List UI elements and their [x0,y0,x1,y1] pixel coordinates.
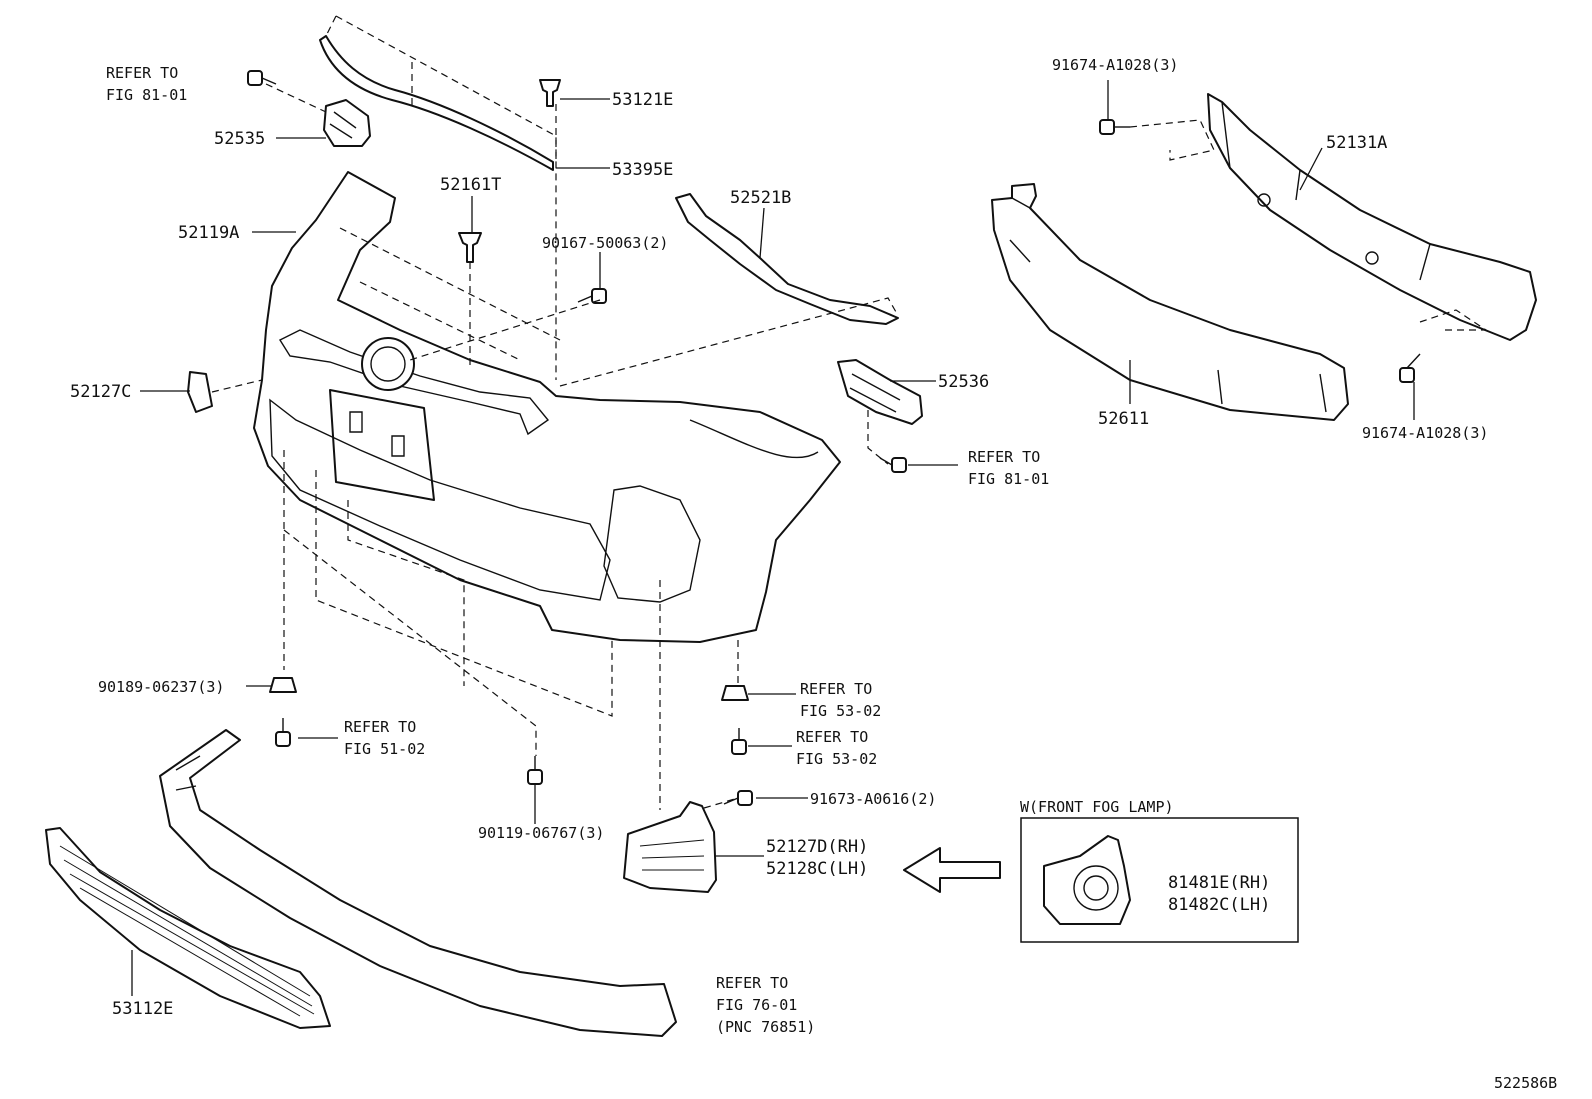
part-number-label: 81482C(LH) [1168,895,1270,915]
ref-label: FIG 81-01 [968,470,1049,488]
part-number-label: 53395E [612,160,673,180]
bolt-icon [275,718,291,747]
part-number-label: 91674-A1028(3) [1362,424,1488,442]
garnish-52127c [187,371,213,413]
ref-label: REFER TO [796,728,868,746]
part-number-label: 53112E [112,999,173,1019]
bracket-52535 [323,99,371,147]
screw-90119-icon [527,756,543,785]
clip-90189-icon [269,677,297,693]
bolt-icon [879,457,907,473]
ref-label: REFER TO [800,680,872,698]
part-number-label: 52119A [178,223,239,243]
clip-53121e-icon [539,79,561,107]
bolt-91674-icon [1099,119,1130,135]
part-number-label: 90189-06237(3) [98,678,224,696]
assembly-lines [211,15,1488,810]
bolt-icon [247,70,277,86]
bracket-52536 [837,359,923,425]
part-number-label: 52161T [440,175,501,195]
part-number-label: 81481E(RH) [1168,873,1270,893]
arrow-icon [903,847,1001,893]
ref-label: REFER TO [716,974,788,992]
part-number-label: 52611 [1098,409,1149,429]
clip-52161t-icon [458,232,482,263]
lower-spoiler [159,729,677,1037]
absorber-52611 [991,183,1349,421]
ref-label: REFER TO [344,718,416,736]
part-number-label: 52521B [730,188,791,208]
part-number-label: 53121E [612,90,673,110]
grille-53112e [45,827,331,1029]
part-number-label: 90167-50063(2) [542,234,668,252]
ref-label: FIG 53-02 [800,702,881,720]
labels: REFER TO FIG 81-01 52535 53121E 53395E 5… [70,56,1557,1092]
ref-label: FIG 76-01 [716,996,797,1014]
ref-label: REFER TO [106,64,178,82]
ref-label: FIG 81-01 [106,86,187,104]
fog-cover-52127d [623,801,717,893]
ref-label: FIG 51-02 [344,740,425,758]
part-number-label: 52128C(LH) [766,859,868,879]
bumper-cover-52119a [253,171,841,643]
part-number-label: 52131A [1326,133,1387,153]
part-number-label: 91673-A0616(2) [810,790,936,808]
inset-title: W(FRONT FOG LAMP) [1020,798,1174,816]
ref-label: FIG 53-02 [796,750,877,768]
bolt-icon [731,728,747,755]
part-number-label: 91674-A1028(3) [1052,56,1178,74]
screw-91673-icon [723,790,753,806]
ref-label: (PNC 76851) [716,1018,815,1036]
fog-lamp-81481e [1043,835,1131,925]
clip-icon [721,685,749,701]
reinforcement-52131a [1207,93,1537,341]
diagram-id: 522586B [1494,1074,1557,1092]
part-number-label: 52127D(RH) [766,837,868,857]
retainer-strip-53395e [319,35,554,171]
part-number-label: 90119-06767(3) [478,824,604,842]
screw-90167-icon [577,288,607,304]
fog-lamp-inset: W(FRONT FOG LAMP) [1020,798,1299,943]
retainer-52521b [675,193,899,325]
part-number-label: 52536 [938,372,989,392]
part-number-label: 52127C [70,382,131,402]
bolt-91674-icon [1399,353,1421,383]
ref-label: REFER TO [968,448,1040,466]
part-number-label: 52535 [214,129,265,149]
